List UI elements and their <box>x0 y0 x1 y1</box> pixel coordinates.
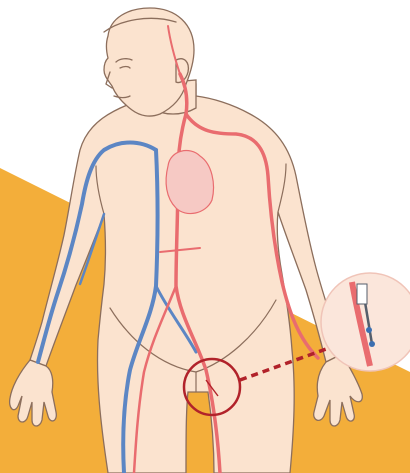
inset-magnified-view <box>321 273 410 371</box>
